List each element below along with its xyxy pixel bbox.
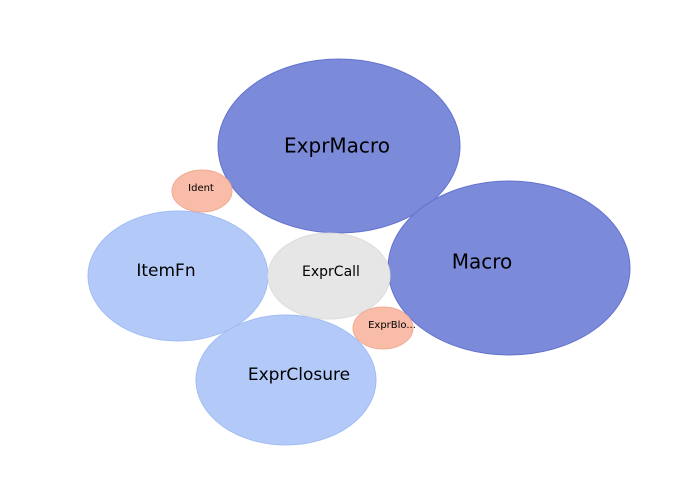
bubble-exprclosure: ExprClosure	[195, 314, 377, 446]
bubble-itemfn: ItemFn	[87, 210, 269, 342]
bubble-exprmacro-circle	[217, 58, 461, 234]
bubble-exprcall: ExprCall	[267, 232, 391, 320]
bubble-exprclosure-label: ExprClosure	[248, 365, 350, 385]
bubble-exprmacro-label: ExprMacro	[284, 134, 390, 158]
bubble-exprclosure-circle	[195, 314, 377, 446]
bubble-macro: Macro	[387, 180, 631, 356]
bubble-exprblock: ExprBlo...	[352, 306, 416, 350]
bubble-ident-label: Ident	[188, 183, 214, 194]
bubble-exprcall-circle	[267, 232, 391, 320]
bubble-exprblock-circle	[352, 306, 414, 350]
bubble-macro-label: Macro	[452, 250, 513, 274]
bubble-exprblock-label: ExprBlo...	[368, 320, 416, 331]
bubble-ident: Ident	[171, 169, 233, 213]
bubble-exprmacro: ExprMacro	[217, 58, 461, 234]
bubble-ident-circle	[171, 169, 233, 213]
bubble-itemfn-label: ItemFn	[136, 261, 195, 281]
bubble-exprcall-label: ExprCall	[302, 264, 360, 280]
